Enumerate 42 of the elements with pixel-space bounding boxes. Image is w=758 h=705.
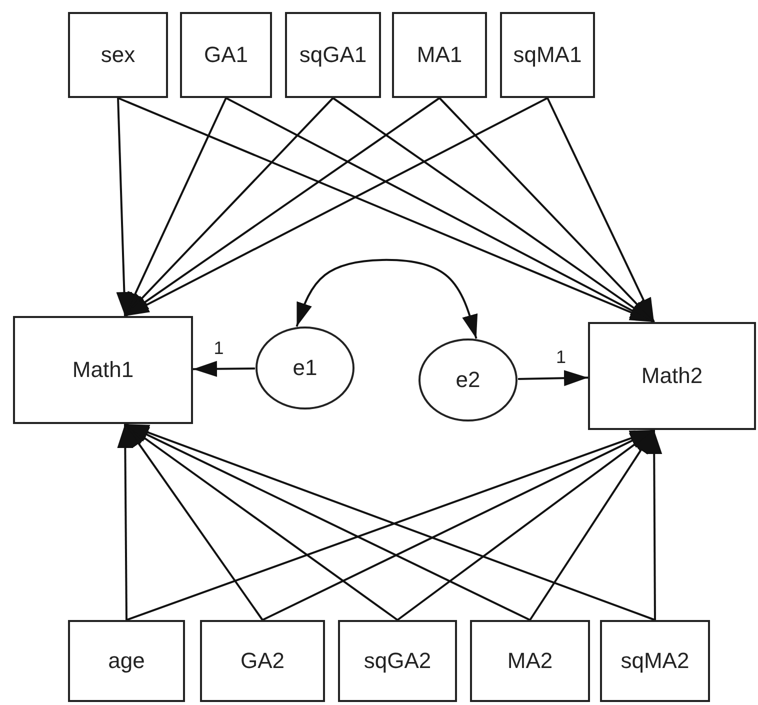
path-arrow — [518, 370, 588, 386]
variable-box — [600, 620, 710, 702]
error-term-ellipse — [418, 338, 518, 422]
error-term-label: e1 — [292, 355, 318, 381]
variable-label: sex — [100, 42, 136, 68]
variable-box — [68, 620, 185, 702]
variable-label: sqMA2 — [620, 648, 690, 674]
path-arrow — [546, 98, 655, 322]
variable-label: MA1 — [416, 42, 462, 68]
variable-label: age — [108, 648, 145, 674]
covariance-arrow — [296, 258, 478, 339]
path-arrow — [124, 97, 548, 317]
variable-label: Math1 — [72, 357, 134, 383]
variable-box — [13, 316, 193, 424]
path-arrow — [192, 360, 256, 377]
path-arrow — [529, 429, 655, 621]
variable-box — [285, 12, 381, 98]
variable-label: Math2 — [641, 363, 703, 389]
path-arrow — [124, 423, 264, 621]
variable-label: GA2 — [240, 648, 285, 674]
variable-box — [500, 12, 595, 98]
path-arrow — [646, 430, 662, 620]
path-arrow — [117, 424, 134, 620]
variable-box — [180, 12, 272, 98]
path-arrow — [118, 97, 654, 323]
path-arrow — [116, 98, 132, 316]
variable-box — [392, 12, 487, 98]
variable-box — [588, 322, 756, 430]
path-arrow — [124, 98, 227, 316]
variable-box — [470, 620, 590, 702]
variable-label: MA2 — [507, 648, 553, 674]
variable-box — [68, 12, 168, 98]
error-term-label: e2 — [456, 367, 480, 393]
variable-label: sqMA1 — [513, 42, 582, 68]
variable-box — [338, 620, 457, 702]
variable-box — [200, 620, 325, 702]
path-arrow — [438, 97, 655, 323]
variable-label: GA1 — [204, 42, 248, 68]
variable-label: sqGA1 — [299, 42, 367, 68]
path-arrow — [226, 97, 654, 323]
variable-label: sqGA2 — [364, 648, 432, 674]
error-term-ellipse — [255, 326, 355, 410]
